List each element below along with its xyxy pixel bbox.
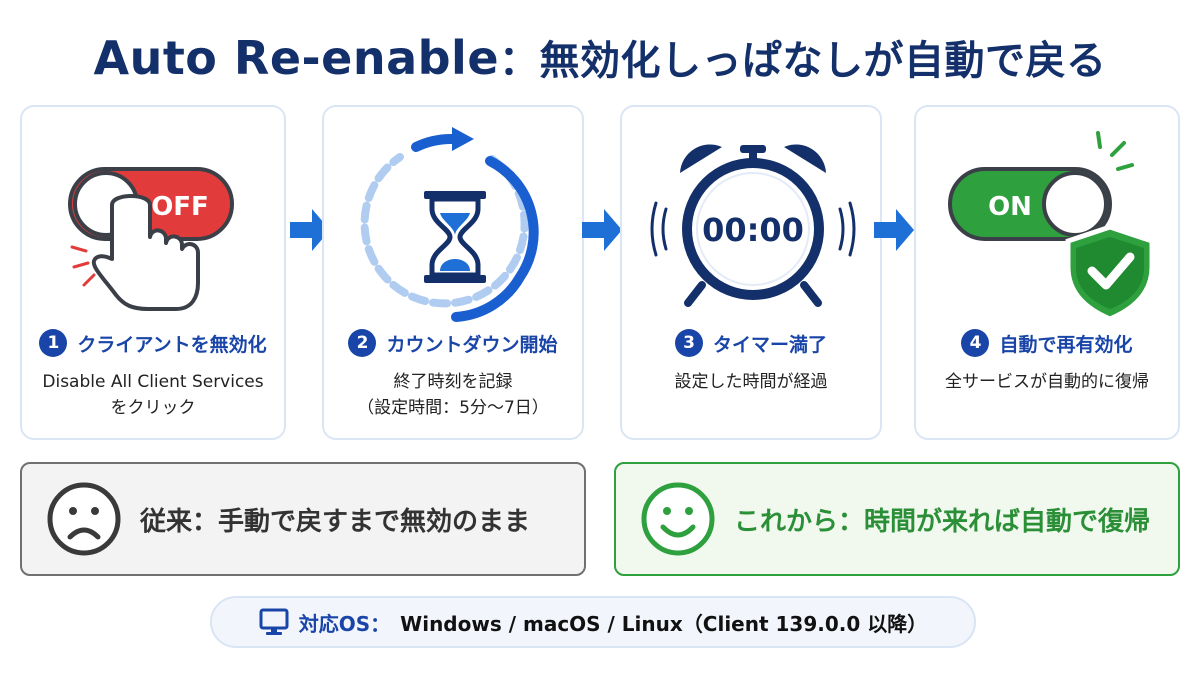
- countdown-illustration: [360, 127, 539, 322]
- step-3-illustration: 00:00: [622, 117, 880, 327]
- sparkle-lines-icon: [1096, 131, 1134, 171]
- sad-face-icon: [47, 482, 121, 556]
- step-3-number-badge: 3: [674, 329, 703, 357]
- step-4-number-badge: 4: [961, 329, 990, 357]
- hand-pointer-icon: [91, 194, 200, 311]
- step-4-desc-line: 全サービスが自動的に復帰: [945, 372, 1149, 392]
- right-arrow-icon: [582, 209, 622, 251]
- alarm-clock-illustration: 00:00: [650, 144, 856, 307]
- step-1-heading: 1 クライアントを無効化: [22, 329, 284, 357]
- clock-readout: 00:00: [702, 211, 804, 249]
- toggle-on-label: ON: [988, 192, 1032, 222]
- step-2-number-badge: 2: [348, 329, 377, 357]
- step-1-number-badge: 1: [39, 329, 68, 357]
- step-card-1: OFF 1 クライアントを無効化 Disable All Client Serv…: [20, 105, 286, 440]
- countdown-ring-icon: [360, 127, 539, 322]
- step-4-illustration: ON: [916, 117, 1178, 327]
- title-english: Auto Re-enable: [93, 31, 500, 85]
- step-2-desc-line: 終了時刻を記録: [393, 372, 513, 392]
- toggle-off-illustration: OFF: [68, 167, 234, 311]
- step-4-title: 自動で再有効化: [999, 333, 1133, 356]
- step-2-heading: 2 カウントダウン開始: [324, 329, 582, 357]
- title-japanese: 無効化しっぱなしが自動で戻る: [539, 38, 1107, 84]
- comparison-before-panel: 従来：手動で戻すまで無効のまま: [20, 462, 586, 576]
- supported-os-value: Windows / macOS / Linux（Client 139.0.0 以…: [400, 611, 928, 636]
- step-4-description: 全サービスが自動的に復帰: [916, 369, 1178, 395]
- step-1-desc-line: をクリック: [110, 398, 196, 418]
- supported-os-label: 対応OS：: [298, 611, 391, 636]
- comparison-after-panel: これから：時間が来れば自動で復帰: [614, 462, 1180, 576]
- ringing-lines-icon: [650, 201, 856, 257]
- step-2-description: 終了時刻を記録 （設定時間：5分〜7日）: [324, 369, 582, 421]
- title-separator: ：: [499, 38, 540, 84]
- right-arrow-icon: [874, 209, 914, 251]
- alarm-clock-icon: 00:00: [680, 144, 826, 307]
- step-3-description: 設定した時間が経過: [622, 369, 880, 395]
- comparison-after-text: これから：時間が来れば自動で復帰: [734, 506, 1151, 537]
- step-2-desc-line: （設定時間：5分〜7日）: [357, 398, 549, 418]
- step-4-heading: 4 自動で再有効化: [916, 329, 1178, 357]
- step-3-title: タイマー満了: [712, 333, 827, 356]
- hourglass-icon: [424, 191, 486, 283]
- step-3-desc-line: 設定した時間が経過: [674, 372, 828, 392]
- page-title: Auto Re-enable：無効化しっぱなしが自動で戻る: [0, 28, 1200, 86]
- step-1-desc-line: Disable All Client Services: [42, 372, 264, 392]
- shield-check-icon: [1065, 224, 1155, 322]
- monitor-icon: [259, 608, 289, 635]
- step-2-illustration: [324, 117, 582, 327]
- step-1-description: Disable All Client Services をクリック: [22, 369, 284, 421]
- toggle-on-knob: [1042, 171, 1108, 237]
- step-card-4: ON 4 自動で再有効化 全サービスが自動的に復帰: [914, 105, 1180, 440]
- step-1-title: クライアントを無効化: [77, 333, 267, 356]
- toggle-on-illustration: ON: [948, 131, 1155, 322]
- step-3-heading: 3 タイマー満了: [622, 329, 880, 357]
- comparison-before-text: 従来：手動で戻すまで無効のまま: [140, 506, 531, 537]
- right-arrow-icon: [290, 209, 330, 251]
- step-2-title: カウントダウン開始: [386, 333, 558, 356]
- step-card-2: 2 カウントダウン開始 終了時刻を記録 （設定時間：5分〜7日）: [322, 105, 584, 440]
- click-burst-icon: [70, 245, 96, 287]
- smile-face-icon: [641, 482, 715, 556]
- step-card-3: 00:00 3 タイマー満了 設定した時間が経過: [620, 105, 882, 440]
- supported-os-bar: 対応OS： Windows / macOS / Linux（Client 139…: [210, 596, 976, 648]
- step-1-illustration: OFF: [22, 117, 284, 327]
- toggle-off-label: OFF: [151, 192, 209, 222]
